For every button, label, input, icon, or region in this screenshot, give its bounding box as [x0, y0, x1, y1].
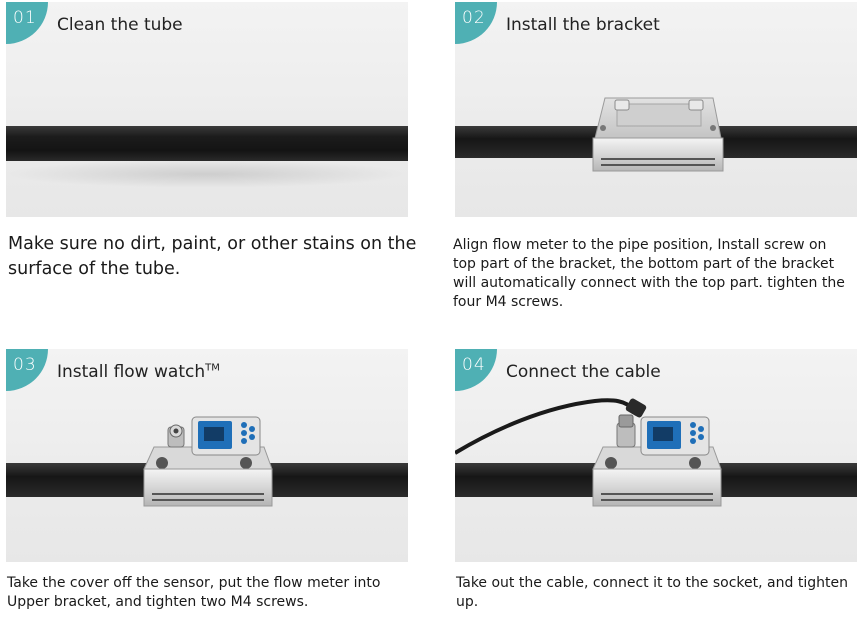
- step-number-badge: 02: [455, 2, 497, 44]
- step-number-badge: 01: [6, 2, 48, 44]
- trademark-mark: TM: [205, 362, 220, 374]
- step-1-panel: 01 Clean the tube: [6, 2, 408, 217]
- clean-pipe-illustration: [6, 126, 408, 188]
- step-1-description: Make sure no dirt, paint, or other stain…: [8, 234, 417, 279]
- step-4-description: Take out the cable, connect it to the so…: [456, 575, 848, 610]
- step-2-panel: 02 Install the bracket: [455, 2, 857, 217]
- bracket-illustration: [455, 97, 857, 172]
- step-3-panel: 03 Install flow watchTM: [6, 349, 408, 562]
- step-3-description: Take the cover off the sensor, put the f…: [7, 575, 381, 610]
- step-title: Install flow watchTM: [57, 362, 220, 382]
- step-title: Clean the tube: [57, 15, 183, 35]
- step-title: Install the bracket: [506, 15, 660, 35]
- cable-illustration: [455, 398, 857, 507]
- step-2-description: Align flow meter to the pipe position, I…: [453, 237, 845, 310]
- pipe: [6, 126, 408, 161]
- step-title-text: Install flow watch: [57, 362, 206, 382]
- flow-watch-illustration: [6, 416, 408, 507]
- cable: [455, 398, 635, 455]
- step-title: Connect the cable: [506, 362, 661, 382]
- bracket-body: [592, 137, 724, 172]
- step-4-panel: 04 Connect the cable: [455, 349, 857, 562]
